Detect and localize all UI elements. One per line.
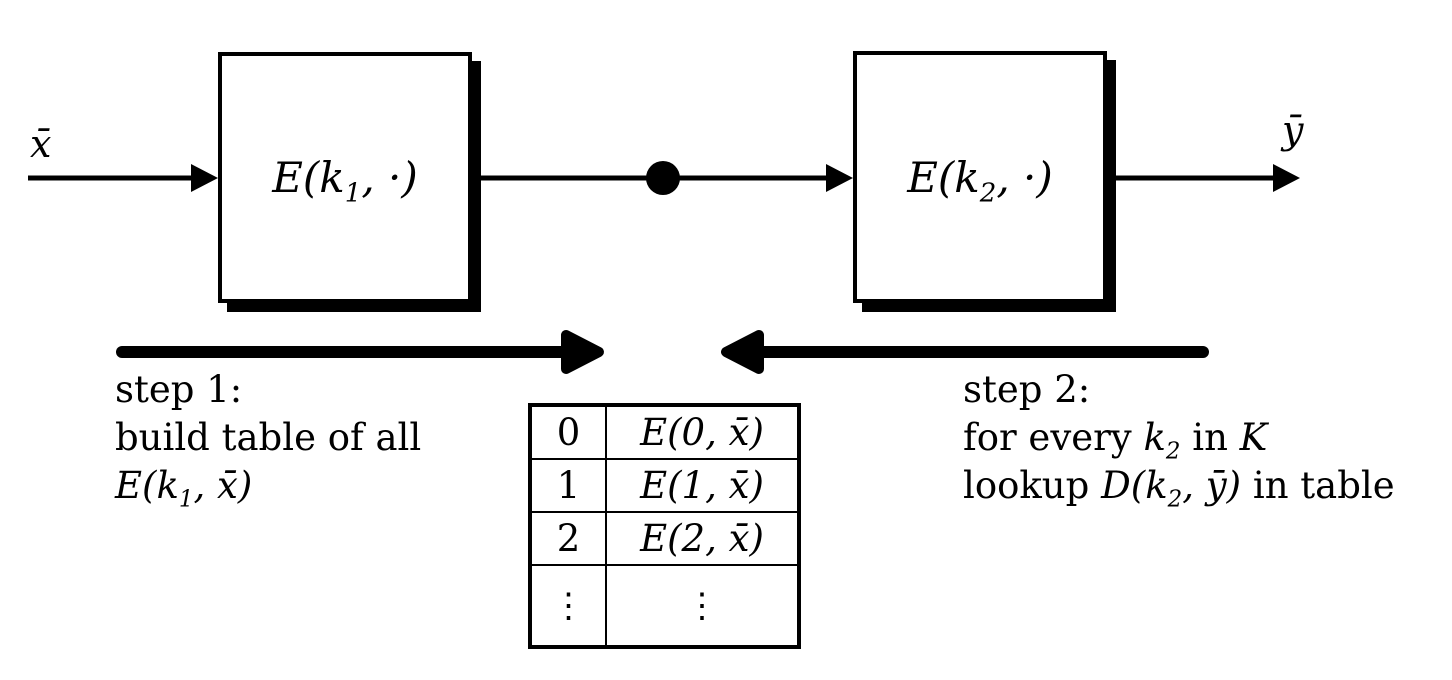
math-segment: , ·) bbox=[361, 153, 418, 202]
step1-line1: step 1: bbox=[115, 368, 243, 411]
subscript: 2 bbox=[979, 177, 997, 208]
text-segment: for every bbox=[963, 416, 1144, 459]
table-value-cell: E(2, x̄) bbox=[605, 511, 800, 566]
math-segment: E(k bbox=[272, 153, 345, 202]
subscript: 2 bbox=[1167, 486, 1183, 513]
table-key-cell: 0 bbox=[529, 404, 607, 460]
step2-arrowhead-icon bbox=[721, 330, 764, 374]
table-value-cell: ⋮ bbox=[605, 564, 800, 648]
step2-line1: step 2: bbox=[963, 368, 1091, 411]
math-segment: D(k bbox=[1101, 464, 1168, 507]
junction-dot bbox=[646, 161, 680, 195]
key-symbol: k bbox=[1143, 416, 1166, 459]
output-label: ȳ bbox=[1282, 108, 1304, 152]
table-value-cell: E(1, x̄) bbox=[605, 458, 800, 513]
table-key-cell: 1 bbox=[529, 458, 607, 513]
math-segment: k2 bbox=[1143, 416, 1180, 463]
step2-line3: lookup D(k2, ȳ) in table bbox=[963, 462, 1395, 511]
table-row: 0 E(0, x̄) bbox=[529, 404, 800, 460]
input-label: x̄ bbox=[30, 122, 52, 166]
table-row: 1 E(1, x̄) bbox=[529, 458, 800, 513]
subscript: 2 bbox=[1165, 438, 1181, 465]
step1-line2: build table of all bbox=[115, 416, 422, 459]
encryption-box-1-label: E(k1, ·) bbox=[272, 153, 418, 206]
table-row-ellipsis: ⋮ ⋮ bbox=[529, 564, 800, 648]
encryption-box-2: E(k2, ·) bbox=[853, 51, 1107, 303]
middle-arrowhead-icon bbox=[826, 164, 853, 192]
math-segment: E(k bbox=[115, 464, 179, 507]
math-segment: , ȳ) bbox=[1182, 464, 1242, 507]
step2-caption: step 2: for every k2 in K lookup D(k2, ȳ… bbox=[963, 366, 1395, 511]
table-key-cell: ⋮ bbox=[529, 564, 607, 648]
encryption-box-2-label: E(k2, ·) bbox=[907, 152, 1053, 206]
table-key-cell: 2 bbox=[529, 511, 607, 566]
step1-arrowhead-icon bbox=[561, 330, 604, 374]
step1-caption: step 1: build table of all E(k1, x̄) bbox=[115, 366, 422, 513]
table-row: 2 E(2, x̄) bbox=[529, 511, 800, 566]
step1-line3: E(k1, x̄) bbox=[115, 462, 421, 513]
output-arrowhead-icon bbox=[1273, 164, 1300, 192]
keyspace-symbol-script-K: K bbox=[1239, 416, 1268, 459]
subscript: 1 bbox=[178, 486, 194, 513]
math-segment: E(k bbox=[907, 152, 980, 202]
text-segment: lookup bbox=[963, 464, 1102, 507]
math-segment: , x̄) bbox=[193, 464, 253, 507]
encryption-box-1: E(k1, ·) bbox=[218, 52, 472, 303]
table-value-cell: E(0, x̄) bbox=[605, 404, 800, 460]
math-segment: D(k2, ȳ) bbox=[1101, 464, 1242, 511]
math-segment: , ·) bbox=[996, 152, 1053, 202]
subscript: 1 bbox=[344, 178, 362, 209]
step2-line2: for every k2 in K bbox=[963, 414, 1395, 463]
lookup-table: 0 E(0, x̄) 1 E(1, x̄) 2 E(2, x̄) ⋮ ⋮ bbox=[528, 403, 801, 649]
input-arrowhead-icon bbox=[191, 164, 218, 192]
text-segment: in table bbox=[1241, 464, 1395, 507]
text-segment: in bbox=[1180, 416, 1240, 459]
